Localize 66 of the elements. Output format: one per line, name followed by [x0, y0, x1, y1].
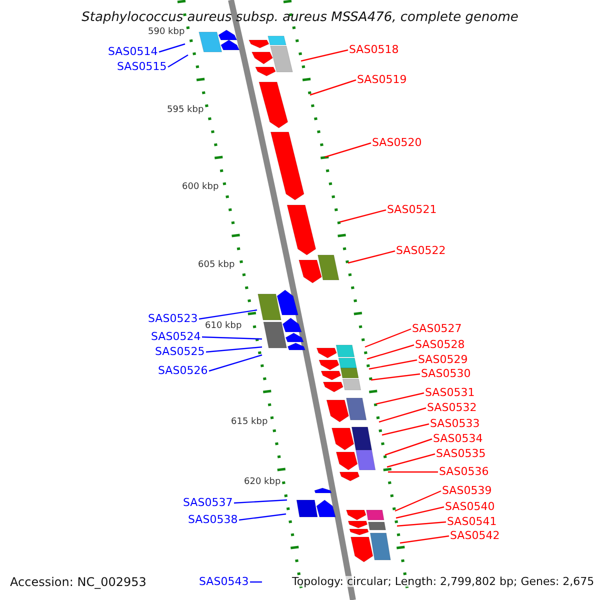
leader-line — [198, 309, 258, 320]
leader-line — [364, 328, 412, 348]
gene-label: SAS0538 — [188, 514, 238, 525]
gene-label: SAS0526 — [158, 365, 208, 376]
scale-label: 600 kbp — [182, 183, 219, 192]
leader-line — [202, 336, 262, 340]
gene-label: SAS0539 — [442, 485, 492, 496]
gene-label: SAS0535 — [436, 448, 486, 459]
leader-line — [378, 407, 426, 423]
leader-line — [340, 209, 386, 223]
leader-line — [370, 373, 420, 381]
gene-label: SAS0532 — [427, 402, 477, 413]
gene-label: SAS0525 — [155, 346, 205, 357]
gene-label: SAS0530 — [421, 368, 471, 379]
genome-summary-text: Topology: circular; Length: 2,799,802 bp; Genes: 2,675 — [292, 576, 594, 587]
gene-label: SAS0542 — [450, 530, 500, 541]
leader-line — [386, 453, 436, 468]
gene-label: SAS0519 — [357, 74, 407, 85]
scale-label: 620 kbp — [244, 478, 281, 487]
gene-label: SAS0520 — [372, 137, 422, 148]
accession-text: Accession: NC_002953 — [10, 576, 146, 588]
gene-label: SAS0541 — [447, 516, 497, 527]
scale-label: 590 kbp — [148, 28, 185, 37]
gene-label: SAS0534 — [433, 433, 483, 444]
scale-label: 595 kbp — [167, 106, 204, 115]
gene-label: SAS0524 — [151, 331, 201, 342]
gene-label: SAS0536 — [439, 466, 489, 477]
leader-line — [388, 471, 438, 473]
scale-label: 610 kbp — [205, 322, 242, 331]
leader-line — [324, 142, 372, 158]
gene-label: SAS0528 — [415, 339, 465, 350]
leader-line — [394, 490, 442, 512]
title: Staphylococcus aureus subsp. aureus MSSA476, complete genome — [80, 11, 520, 24]
leader-line — [234, 499, 288, 504]
leader-line — [376, 392, 424, 405]
leader-line — [366, 344, 414, 360]
leader-line — [348, 250, 396, 264]
gene-label: SAS0537 — [183, 497, 233, 508]
leader-line — [396, 506, 444, 519]
gene-label: SAS0540 — [445, 501, 495, 512]
gene-label: SAS0518 — [349, 44, 399, 55]
leader-line — [250, 581, 262, 583]
gene-label: SAS0529 — [418, 354, 468, 365]
leader-line — [384, 438, 432, 456]
scale-label: 605 kbp — [198, 261, 235, 270]
gene-label: SAS0533 — [430, 418, 480, 429]
leader-line — [168, 54, 188, 68]
leader-line — [400, 535, 450, 544]
gene-label: SAS0515 — [117, 61, 167, 72]
gene-label: SAS0514 — [108, 46, 158, 57]
gene-label: SAS0531 — [425, 387, 475, 398]
gene-label: SAS0521 — [387, 204, 437, 215]
leader-line — [310, 79, 356, 96]
leader-line — [368, 359, 418, 370]
leader-line — [158, 43, 186, 53]
leader-line — [238, 513, 286, 521]
leader-line — [396, 521, 446, 527]
scale-label: 615 kbp — [231, 418, 268, 427]
leader-line — [206, 346, 262, 353]
leader-line — [208, 354, 262, 372]
gene-label: SAS0523 — [148, 313, 198, 324]
gene-label: SAS0522 — [396, 245, 446, 256]
gene-label: SAS0543 — [199, 576, 249, 587]
leader-line — [300, 49, 348, 62]
gene-label: SAS0527 — [412, 323, 462, 334]
leader-line — [382, 423, 430, 436]
